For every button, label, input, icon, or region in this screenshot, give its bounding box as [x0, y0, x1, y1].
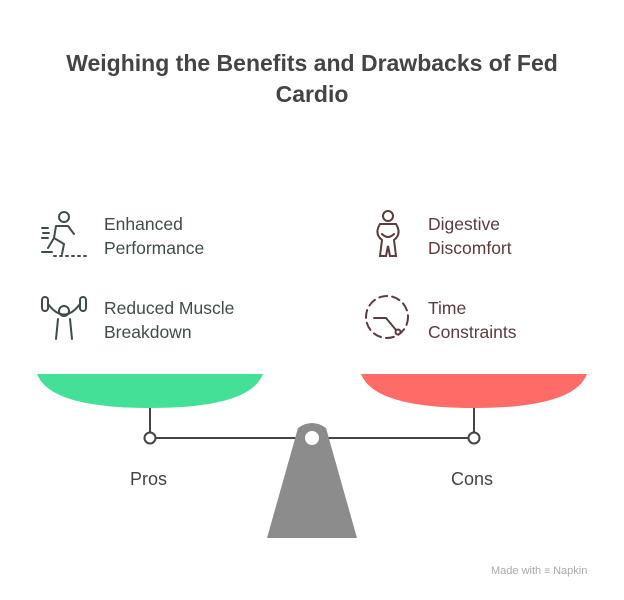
scale-fulcrum [305, 431, 319, 445]
item-text: Enhanced [104, 214, 183, 234]
scale-base [267, 423, 357, 538]
item-text: Discomfort [428, 238, 512, 258]
con-item-digestive-discomfort: Digestive Discomfort [428, 212, 512, 260]
con-item-time-constraints: Time Constraints [428, 296, 517, 344]
item-text: Time [428, 298, 467, 318]
stomach-ache-person-icon [376, 210, 400, 257]
item-text: Performance [104, 238, 205, 258]
napkin-logo-icon: ≡ [544, 566, 551, 577]
pros-pivot [143, 431, 157, 445]
weightlifter-icon [41, 296, 87, 340]
footer-brand: Napkin [553, 565, 588, 577]
pros-pan [37, 374, 263, 408]
napkin-watermark[interactable]: Made with ≡ Napkin [491, 565, 587, 577]
footer-text: Made with [491, 565, 542, 577]
item-text: Reduced Muscle [104, 298, 235, 318]
item-text: Breakdown [104, 322, 192, 342]
running-person-icon [41, 211, 87, 257]
cons-label: Cons [451, 469, 494, 489]
cons-pan [361, 374, 587, 408]
clock-icon [365, 295, 409, 339]
item-text: Constraints [428, 322, 517, 342]
item-text: Digestive [428, 214, 500, 234]
pro-item-enhanced-performance: Enhanced Performance [104, 212, 204, 260]
pro-item-reduced-muscle-breakdown: Reduced Muscle Breakdown [104, 296, 234, 344]
pros-label: Pros [130, 469, 168, 489]
page-title: Weighing the Benefits and Drawbacks of F… [66, 50, 558, 107]
cons-pivot [467, 431, 481, 445]
